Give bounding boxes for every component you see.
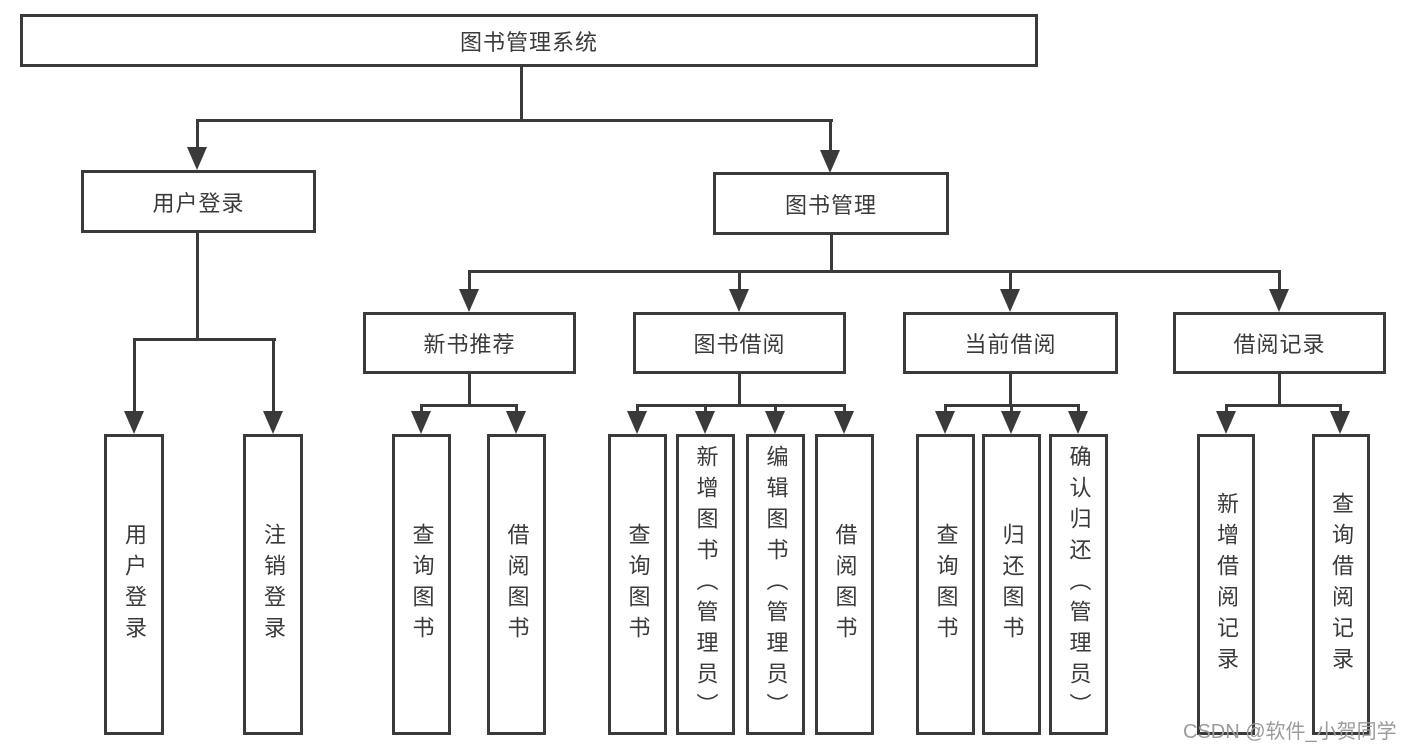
connector-drop-leaf [704,404,707,414]
node-label: 图书管理系统 [459,29,598,55]
leaf-query-borrow-record: 查询借阅记录 [1312,434,1370,735]
arrow-down-icon [187,147,207,170]
arrow-down-icon [1001,411,1021,434]
connector-borrow-records-bar [1225,404,1342,407]
node-label: 图书管理 [784,192,877,218]
connector-user-login-stem [196,233,199,340]
connector-drop-book-borrow [738,270,741,292]
arrow-down-icon [124,411,144,434]
connector-root-bar [196,119,833,122]
leaf-label: 归还图书 [999,522,1025,647]
leaf-label: 查询图书 [625,522,651,647]
leaf-query-books-recommend: 查询图书 [392,434,451,735]
leaf-label: 编辑图书（管理员） [763,445,789,724]
leaf-borrow-books: 借阅图书 [815,434,874,735]
connector-drop-leaf [944,404,947,414]
node-library-management-system: 图书管理系统 [20,14,1038,67]
arrow-down-icon [1068,411,1088,434]
connector-new-book-stem [468,374,471,407]
csdn-watermark: CSDN @软件_小贺同学 [1183,721,1397,743]
leaf-add-borrow-record: 新增借阅记录 [1197,434,1255,735]
arrow-down-icon [1269,289,1289,312]
connector-drop-leaf [636,404,639,414]
leaf-label: 查询图书 [409,522,435,647]
connector-drop-leaf [843,404,846,414]
arrow-down-icon [459,289,479,312]
connector-borrow-records-stem [1278,374,1281,407]
leaf-label: 新增借阅记录 [1214,491,1239,678]
leaf-query-books-current: 查询图书 [916,434,975,735]
leaf-logout: 注销登录 [243,434,303,735]
arrow-down-icon [729,289,749,312]
connector-new-book-bar [420,404,518,407]
arrow-down-icon [834,411,854,434]
node-label: 图书借阅 [693,332,786,357]
arrow-down-icon [1000,289,1020,312]
node-label: 借阅记录 [1233,332,1326,357]
connector-drop-book-management [829,119,832,152]
node-book-borrow: 图书借阅 [633,312,846,374]
arrow-down-icon [263,411,283,434]
node-new-book-recommend: 新书推荐 [363,312,576,374]
node-user-login: 用户登录 [81,170,316,233]
leaf-label: 新增图书（管理员） [693,445,719,724]
leaf-label: 借阅图书 [504,522,530,647]
connector-drop-user-login [196,119,199,149]
node-current-borrow: 当前借阅 [903,312,1118,374]
leaf-label: 确认归还（管理员） [1066,445,1092,724]
connector-drop-new-book [468,270,471,292]
arrow-down-icon [820,150,840,173]
arrow-down-icon [1216,411,1236,434]
connector-drop-leaf [133,338,136,414]
connector-book-borrow-stem [738,374,741,407]
arrow-down-icon [695,411,715,434]
connector-drop-leaf [420,404,423,414]
leaf-borrow-books-recommend: 借阅图书 [487,434,546,735]
connector-book-management-bar [469,270,1281,273]
connector-drop-borrow-records [1278,270,1281,292]
leaf-return-book: 归还图书 [982,434,1041,735]
arrow-down-icon [627,411,647,434]
leaf-label: 查询图书 [933,522,959,647]
connector-user-login-bar [133,338,276,341]
connector-book-borrow-bar [636,404,846,407]
leaf-query-books-borrow: 查询图书 [608,434,667,735]
arrow-down-icon [411,411,431,434]
connector-book-management-stem [830,235,833,273]
connector-drop-leaf [1010,404,1013,414]
leaf-label: 用户登录 [122,522,147,647]
arrow-down-icon [506,411,526,434]
leaf-edit-book-admin: 编辑图书（管理员） [746,434,805,735]
connector-drop-leaf [774,404,777,414]
leaf-confirm-return-admin: 确认归还（管理员） [1049,434,1108,735]
node-borrow-records: 借阅记录 [1173,312,1386,374]
connector-root-stem [520,67,523,121]
connector-drop-leaf [1077,404,1080,414]
connector-drop-leaf [272,338,275,414]
node-label: 当前借阅 [964,332,1057,357]
connector-current-borrow-stem [1009,374,1012,407]
node-book-management: 图书管理 [713,172,949,235]
leaf-add-book-admin: 新增图书（管理员） [676,434,735,735]
arrow-down-icon [765,411,785,434]
leaf-label: 注销登录 [261,522,286,647]
connector-drop-leaf [1339,404,1342,414]
connector-drop-current-borrow [1009,270,1012,292]
connector-drop-leaf [1225,404,1228,414]
node-label: 用户登录 [152,190,245,216]
arrow-down-icon [1330,411,1350,434]
arrow-down-icon [935,411,955,434]
node-label: 新书推荐 [423,332,516,357]
leaf-label: 查询借阅记录 [1329,491,1354,678]
leaf-user-login: 用户登录 [104,434,164,735]
connector-drop-leaf [515,404,518,414]
leaf-label: 借阅图书 [832,522,858,647]
